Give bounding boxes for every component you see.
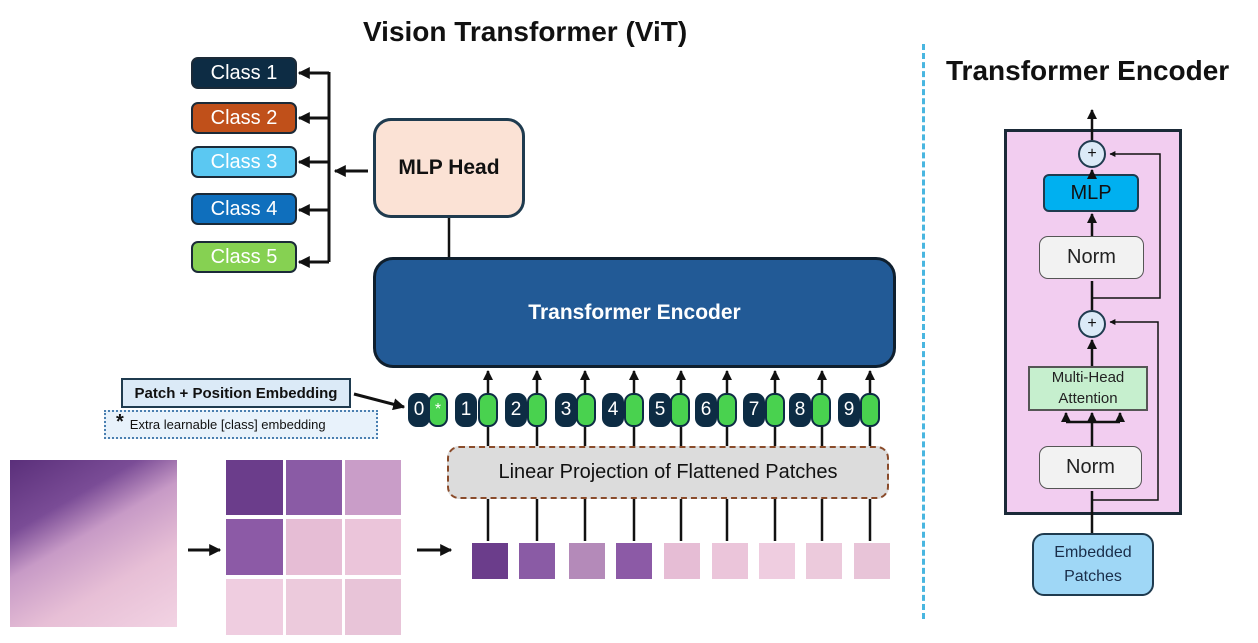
vit-title: Vision Transformer (ViT) — [363, 16, 688, 47]
flattened-patch — [569, 543, 605, 579]
patch-token-embedding — [717, 393, 737, 427]
flattened-patch — [472, 543, 508, 579]
embedded-line-1: Embedded — [1054, 544, 1132, 562]
image-patch — [226, 519, 283, 575]
attention-line-2: Attention — [1058, 389, 1118, 407]
class-box-2: Class 2 — [191, 102, 297, 134]
token-number: 9 — [838, 393, 860, 427]
image-patch — [286, 519, 342, 575]
patch-token-embedding — [527, 393, 547, 427]
residual-add-top: + — [1078, 140, 1106, 168]
flattened-patch — [806, 543, 842, 579]
patch-token-embedding — [670, 393, 690, 427]
arrow-embedding-to-tokens — [353, 392, 406, 411]
attention-line-1: Multi-Head — [1051, 369, 1125, 387]
class-box-5: Class 5 — [191, 241, 297, 273]
patch-position-embedding-label: Patch + Position Embedding — [121, 378, 351, 408]
flattened-patch — [664, 543, 700, 579]
section-divider — [922, 44, 925, 619]
token-number: 4 — [602, 393, 624, 427]
encoder-panel-title: Transformer Encoder — [946, 55, 1230, 86]
patch-token-embedding — [576, 393, 596, 427]
token-number: 7 — [743, 393, 765, 427]
residual-add-bottom: + — [1078, 310, 1106, 338]
token-number: 3 — [555, 393, 577, 427]
image-patch — [226, 460, 283, 515]
class-note-text: Extra learnable [class] embedding — [129, 417, 326, 432]
token-number: 1 — [455, 393, 477, 427]
token-number: 0 — [408, 393, 430, 427]
class-note-star: * — [116, 411, 124, 433]
patch-token-embedding — [765, 393, 785, 427]
patch-token-embedding — [624, 393, 644, 427]
flattened-patch — [854, 543, 890, 579]
class-box-3: Class 3 — [191, 146, 297, 178]
embedded-patches-box: Embedded Patches — [1032, 533, 1154, 596]
image-patch — [345, 460, 401, 515]
image-patch — [345, 579, 401, 635]
class-box-1: Class 1 — [191, 57, 297, 89]
image-patch — [286, 460, 342, 515]
encoder-norm-top: Norm — [1039, 236, 1144, 279]
token-number: 8 — [789, 393, 811, 427]
class-embedding-note: * Extra learnable [class] embedding — [104, 410, 378, 439]
flattened-patch — [519, 543, 555, 579]
class-token-embedding: * — [428, 393, 448, 427]
token-number: 2 — [505, 393, 527, 427]
linear-projection-box: Linear Projection of Flattened Patches — [447, 446, 889, 499]
patch-token-embedding — [860, 393, 880, 427]
flattened-patch — [712, 543, 748, 579]
token-number: 5 — [649, 393, 671, 427]
encoder-mlp-box: MLP — [1043, 174, 1139, 212]
mlp-head-box: MLP Head — [373, 118, 525, 218]
transformer-encoder-box: Transformer Encoder — [373, 257, 896, 368]
flattened-patch — [759, 543, 795, 579]
patch-token-embedding — [811, 393, 831, 427]
image-patch — [345, 519, 401, 575]
patch-grid — [226, 460, 401, 635]
multi-head-attention-box: Multi-Head Attention — [1028, 366, 1148, 411]
image-patch — [226, 579, 283, 635]
class-box-4: Class 4 — [191, 193, 297, 225]
embedded-line-2: Patches — [1064, 567, 1122, 585]
flattened-patch — [616, 543, 652, 579]
token-number: 6 — [695, 393, 717, 427]
histology-slide-image — [10, 460, 177, 627]
encoder-norm-bottom: Norm — [1039, 446, 1142, 489]
image-patch — [286, 579, 342, 635]
patch-token-embedding — [478, 393, 498, 427]
